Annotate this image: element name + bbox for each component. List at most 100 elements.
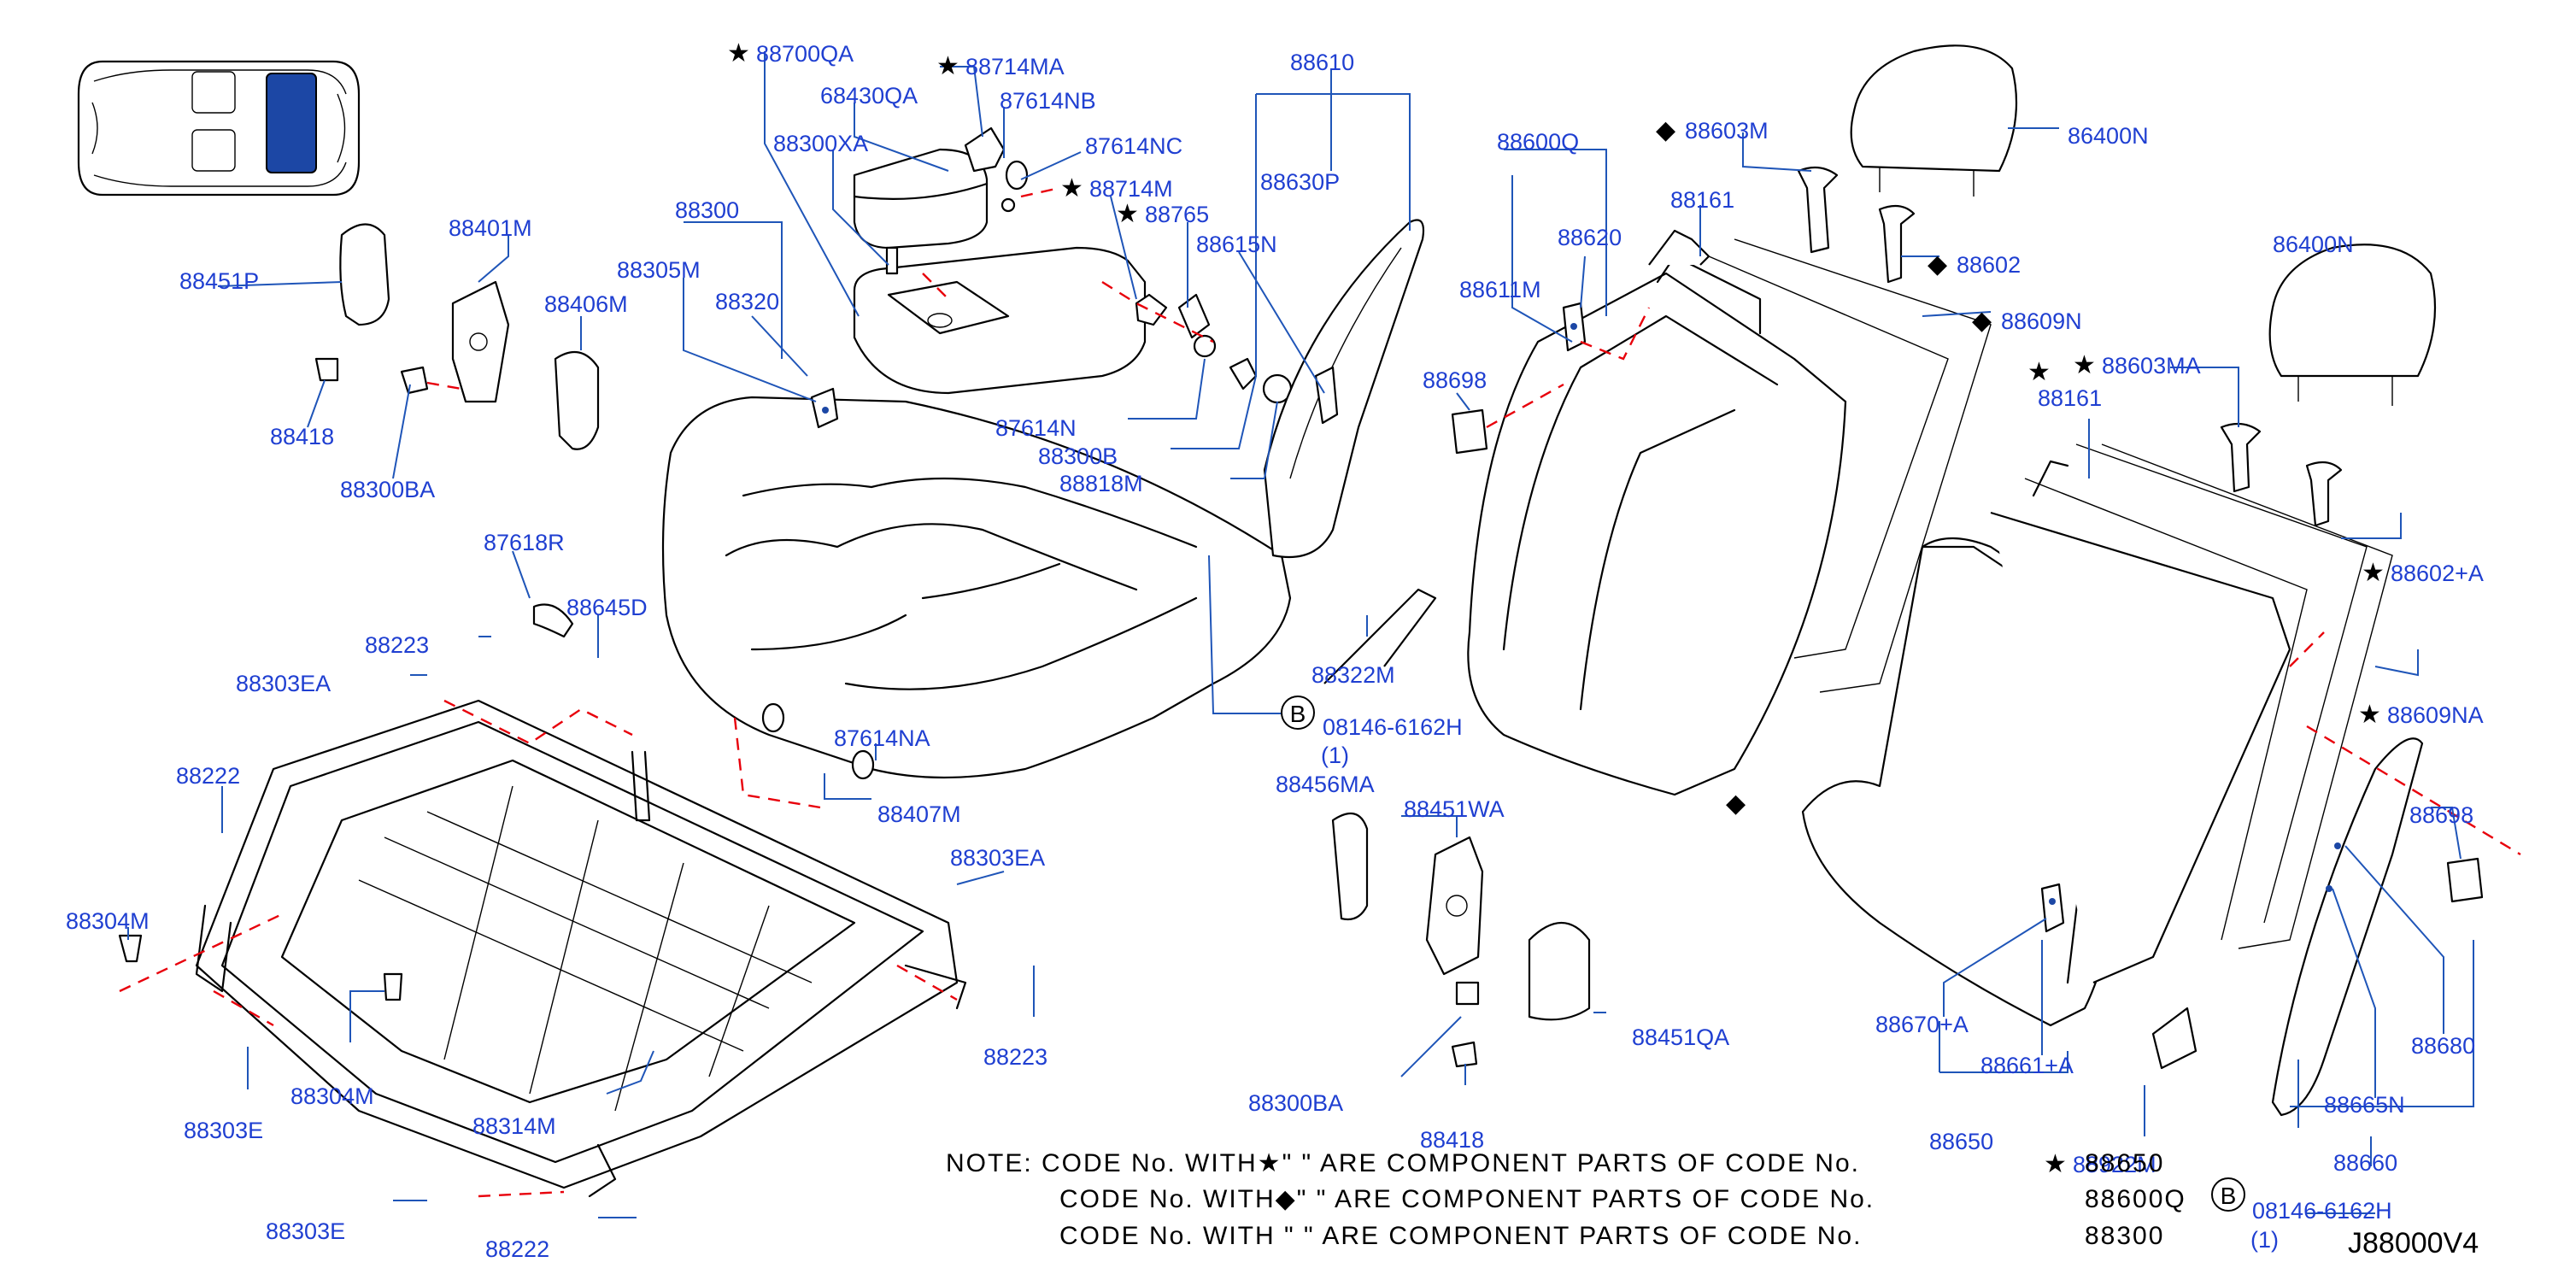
part-number-label[interactable]: 68430QA xyxy=(820,83,918,109)
star-marker-icon: ★ xyxy=(2362,558,2385,588)
part-number-label[interactable]: 08146-6162H xyxy=(2252,1198,2392,1224)
part-number-label[interactable]: 87618R xyxy=(484,530,565,555)
leader-lines xyxy=(127,51,2474,1218)
part-number-label[interactable]: 88456MA xyxy=(1276,772,1375,797)
part-number-label[interactable]: 88304M xyxy=(290,1083,374,1109)
star-marker-icon: ★ xyxy=(936,51,959,81)
part-number-label[interactable]: 88609NA xyxy=(2387,702,2484,728)
part-number-label[interactable]: 88300B xyxy=(1038,443,1118,469)
part-number-label[interactable]: 88665N xyxy=(2324,1092,2405,1118)
part-number-label[interactable]: 88303E xyxy=(184,1118,263,1143)
part-number-label[interactable]: 88451P xyxy=(179,268,259,294)
note-ref-2: 88600Q xyxy=(2085,1185,2186,1213)
part-number-label[interactable]: 88303EA xyxy=(950,845,1045,871)
part-number-label[interactable]: 88670+A xyxy=(1875,1012,1969,1037)
part-number-label[interactable]: 87614NC xyxy=(1085,133,1182,159)
part-number-label[interactable]: 88223 xyxy=(365,632,429,658)
part-number-label[interactable]: (1) xyxy=(1321,743,1349,768)
seat-frame-drawing xyxy=(118,603,967,1198)
note-ref-1: 88650 xyxy=(2085,1149,2164,1177)
part-number-label[interactable]: 88661+A xyxy=(1980,1053,2074,1078)
seat-cushion-drawing xyxy=(661,387,1292,779)
highlighted-rear-seat-area xyxy=(266,73,317,173)
part-number-label[interactable]: 88161 xyxy=(1670,187,1734,213)
bolt-b-icon xyxy=(1281,696,1315,730)
seat-back-right-drawing xyxy=(1801,443,2521,1117)
part-number-label[interactable]: 86400N xyxy=(2068,123,2149,149)
diagram-code: J88000V4 xyxy=(2348,1227,2479,1259)
part-number-label[interactable]: 88300BA xyxy=(1248,1090,1343,1116)
part-number-label[interactable]: 88320 xyxy=(715,289,779,314)
star-marker-icon: ★ xyxy=(2073,350,2096,380)
part-number-label[interactable]: 88406M xyxy=(544,291,628,317)
center-hinge-parts-drawing xyxy=(1331,812,1591,1068)
note-row-1: NOTE: CODE No. WITH★" " ARE COMPONENT PA… xyxy=(946,1149,1860,1177)
part-number-label[interactable]: 88303EA xyxy=(236,671,331,696)
part-number-label[interactable]: 88300 xyxy=(675,197,739,223)
part-number-label[interactable]: 88305M xyxy=(617,257,701,283)
part-number-label[interactable]: 88714MA xyxy=(965,54,1065,79)
part-number-label[interactable]: 88698 xyxy=(1423,367,1487,393)
part-number-label[interactable]: 88609N xyxy=(2001,308,2082,334)
part-number-label[interactable]: 88602 xyxy=(1957,252,2021,278)
part-number-label[interactable]: 88611M xyxy=(1459,277,1541,302)
part-number-label[interactable]: 88300BA xyxy=(340,477,435,502)
part-number-label[interactable]: 88222 xyxy=(176,763,240,789)
side-bolster-drawing xyxy=(1263,219,1437,684)
bolt-b-letter: B xyxy=(2221,1183,2237,1209)
part-number-label[interactable]: 88615N xyxy=(1196,232,1277,257)
car-locator-icon xyxy=(77,60,361,197)
part-number-label[interactable]: 88304M xyxy=(66,908,150,934)
part-number-label[interactable]: 88603MA xyxy=(2102,353,2201,379)
part-number-label[interactable]: 88603M xyxy=(1685,118,1769,144)
part-number-label[interactable]: 88922M xyxy=(2073,1152,2156,1177)
part-number-label[interactable]: 88161 xyxy=(2038,385,2102,411)
part-number-label[interactable]: 88700QA xyxy=(756,41,854,67)
part-number-label[interactable]: 87614NB xyxy=(1000,88,1096,114)
part-number-label[interactable]: 88645D xyxy=(566,595,648,620)
headrest-drawings xyxy=(1797,44,2437,527)
part-number-label[interactable]: 88300XA xyxy=(773,131,868,156)
part-number-label[interactable]: 88818M xyxy=(1059,471,1143,496)
diamond-marker-icon: ◆ xyxy=(1972,306,1992,336)
part-number-label[interactable]: 88602+A xyxy=(2391,561,2484,586)
part-number-label[interactable]: 88698 xyxy=(2409,802,2473,828)
star-marker-icon: ★ xyxy=(727,38,750,68)
notes-block: NOTE: CODE No. WITH★" " ARE COMPONENT PA… xyxy=(946,1149,2186,1250)
part-number-label[interactable]: 88610 xyxy=(1290,50,1354,75)
part-number-label[interactable]: 88451WA xyxy=(1404,796,1505,822)
part-number-label[interactable]: 88418 xyxy=(1420,1127,1484,1153)
part-number-label[interactable]: 88222 xyxy=(485,1236,549,1262)
part-number-label[interactable]: 88418 xyxy=(270,424,334,449)
part-number-label[interactable]: 88401M xyxy=(449,215,532,241)
note-row-2: CODE No. WITH◆" " ARE COMPONENT PARTS OF… xyxy=(1059,1185,1875,1213)
part-number-label[interactable]: 87614NA xyxy=(834,725,930,751)
part-number-label[interactable]: 88600Q xyxy=(1497,129,1579,155)
part-number-label[interactable]: 87614N xyxy=(995,415,1077,441)
seat-back-left-drawing xyxy=(1451,229,1992,796)
part-number-label[interactable]: 88620 xyxy=(1558,225,1622,250)
part-number-label[interactable]: 88650 xyxy=(1929,1129,1993,1154)
star-marker-icon: ★ xyxy=(1060,173,1083,203)
part-number-label[interactable]: 88314M xyxy=(472,1113,556,1139)
armrest-assembly-drawing xyxy=(853,126,1293,404)
part-number-label[interactable]: 88680 xyxy=(2411,1033,2475,1059)
part-number-label[interactable]: 88714M xyxy=(1089,176,1173,202)
part-number-label[interactable]: 88630P xyxy=(1260,169,1340,195)
part-number-label[interactable]: 88303E xyxy=(266,1218,345,1244)
part-number-label[interactable]: (1) xyxy=(2250,1227,2279,1253)
part-number-label[interactable]: 88765 xyxy=(1145,202,1209,227)
part-number-label[interactable]: 88223 xyxy=(983,1044,1047,1070)
part-number-label[interactable]: 08146-6162H xyxy=(1323,714,1463,740)
diamond-marker-icon: ◆ xyxy=(1656,115,1675,145)
part-number-label[interactable]: 88407M xyxy=(877,801,961,827)
star-marker-icon: ★ xyxy=(2027,357,2051,387)
part-number-label[interactable]: 88322M xyxy=(1311,662,1395,688)
bolt-b-letter: B xyxy=(1290,701,1306,727)
star-marker-icon: ★ xyxy=(2358,700,2381,730)
part-number-label[interactable]: 88451QA xyxy=(1632,1024,1729,1050)
part-number-label[interactable]: 88660 xyxy=(2333,1150,2397,1176)
part-number-label[interactable]: 86400N xyxy=(2273,232,2354,257)
